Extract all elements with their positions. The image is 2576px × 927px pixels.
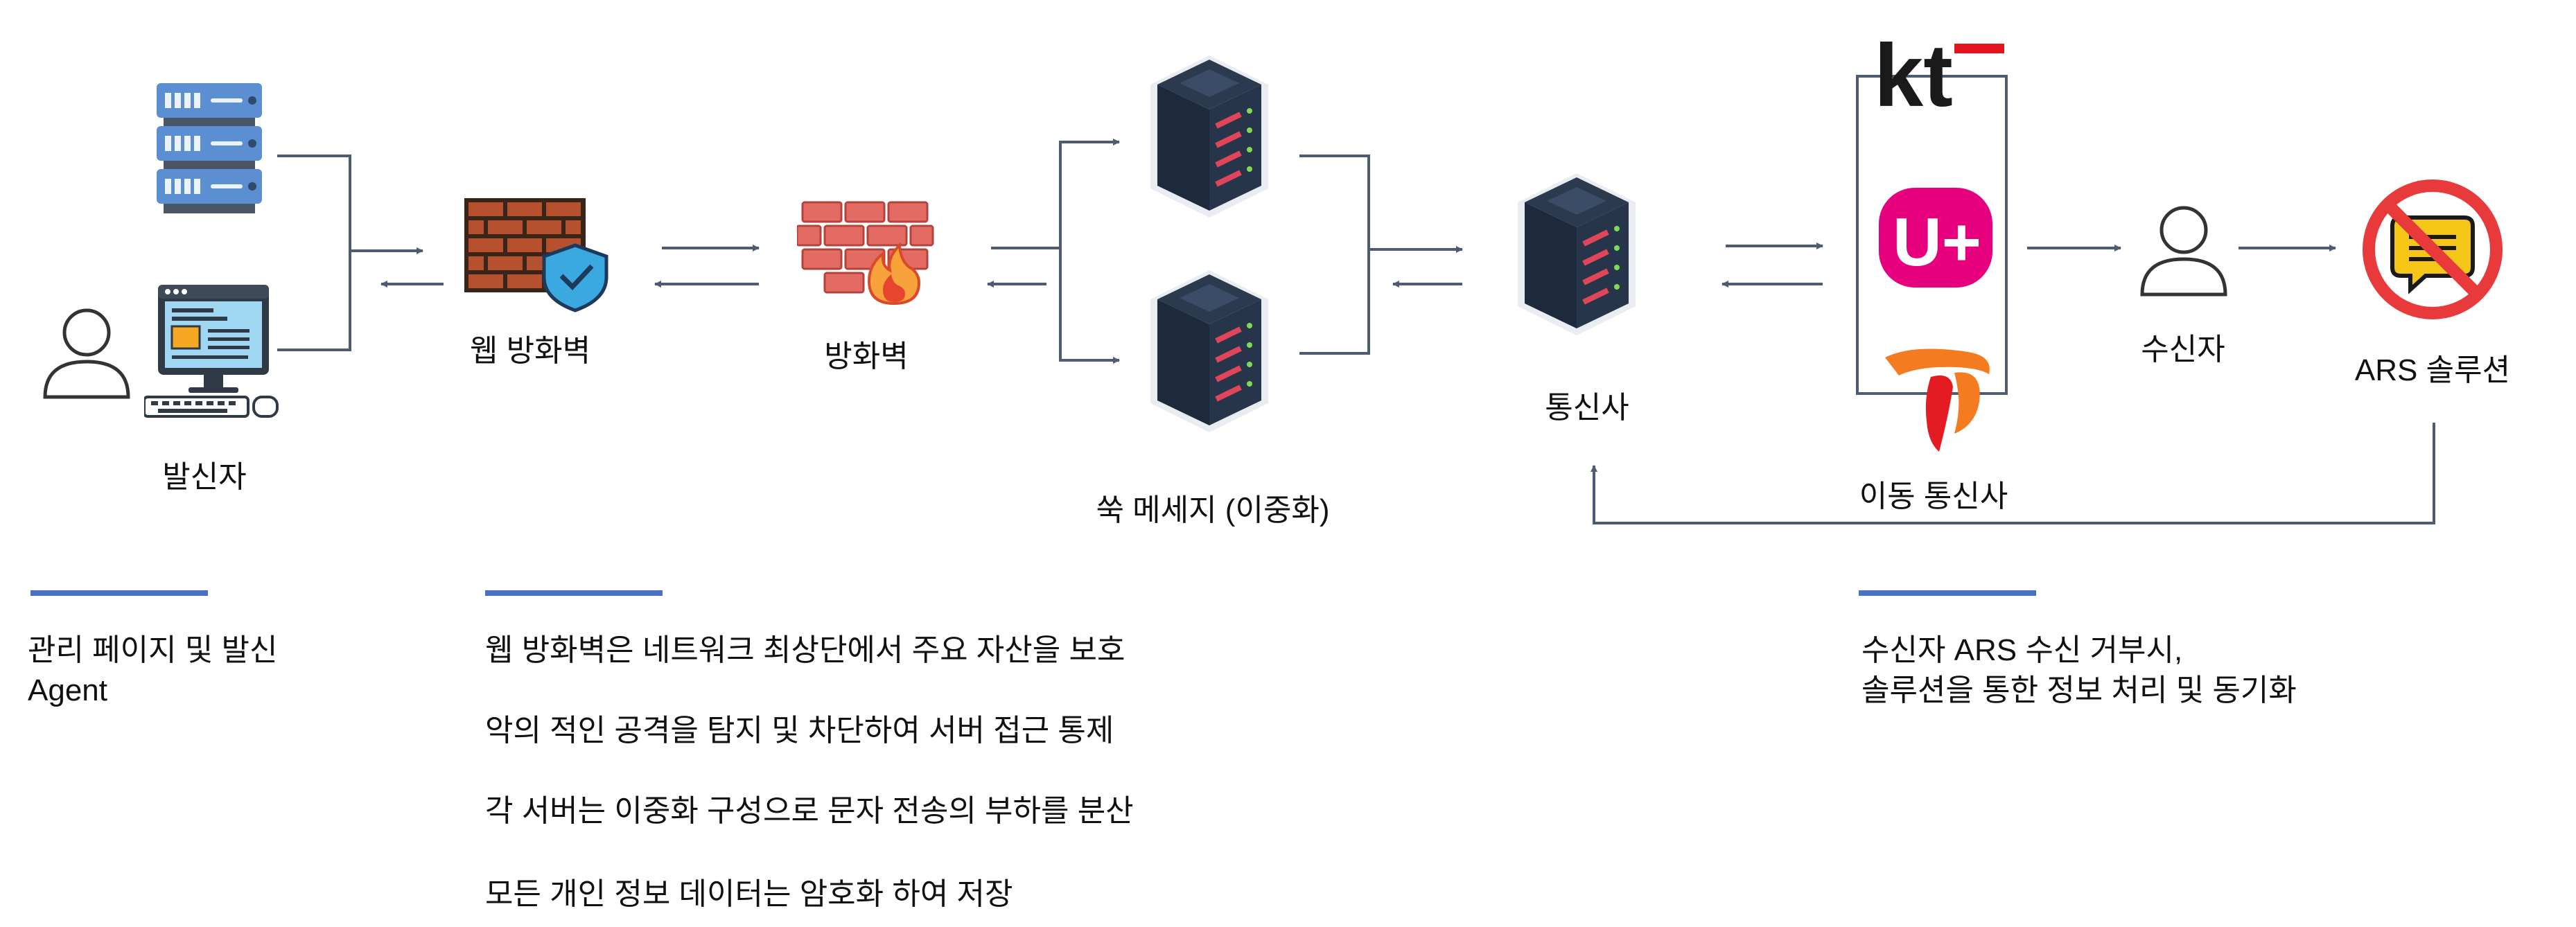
ars-return-arrow [1591, 423, 2435, 524]
server-rack-icon [157, 83, 262, 213]
right-description-line: 수신자 ARS 수신 거부시, [1861, 633, 2183, 667]
kt-logo-text: kt [1874, 31, 1953, 114]
middle-description-line: 모든 개인 정보 데이터는 암호화 하여 저장 [485, 877, 1013, 911]
receiver-user-icon [2140, 206, 2227, 297]
web-firewall-label: 웹 방화벽 [469, 334, 591, 368]
right-accent-bar [1859, 590, 2036, 596]
telecom-label: 통신사 [1545, 391, 1629, 425]
middle-description-line: 각 서버는 이중화 구성으로 문자 전송의 부하를 분산 [485, 794, 1134, 828]
servers-merge-bracket [1299, 154, 1370, 355]
left-accent-bar [30, 590, 208, 596]
fw-to-server-bottom-arrow [1059, 248, 1120, 364]
middle-description-line: 웹 방화벽은 네트워크 최상단에서 주요 자산을 보호 [485, 633, 1125, 667]
push-server-bottom-icon [1150, 270, 1268, 432]
lg-uplus-logo: U+ [1879, 188, 1992, 288]
right-description: 수신자 ARS 수신 거부시, 솔루션을 통한 정보 처리 및 동기화 [1861, 630, 2297, 711]
desktop-computer-icon [144, 285, 279, 418]
skt-logo [1885, 348, 1990, 452]
receiver-label: 수신자 [2141, 333, 2225, 367]
push-servers-label: 쑥 메세지 (이중화) [1096, 493, 1330, 527]
right-description-line: 솔루션을 통한 정보 처리 및 동기화 [1861, 673, 2297, 707]
firewall-label: 방화벽 [824, 339, 909, 373]
ars-blocked-message-icon [2363, 179, 2503, 319]
left-description-line: 관리 페이지 및 발신 [28, 633, 278, 667]
fw-to-server-top-arrow [1059, 139, 1120, 248]
user-icon [43, 308, 130, 399]
sender-label: 발신자 [162, 460, 247, 494]
lg-uplus-logo-text: U+ [1893, 204, 1981, 280]
left-description: 관리 페이지 및 발신 Agent [28, 630, 278, 711]
left-description-line: Agent [28, 673, 107, 707]
telecom-server-icon [1518, 173, 1636, 335]
ars-label: ARS 솔루션 [2354, 353, 2511, 387]
mobile-carriers-label: 이동 통신사 [1859, 479, 2008, 513]
middle-accent-bar [485, 590, 663, 596]
push-server-top-icon [1150, 55, 1268, 218]
kt-logo: kt [1874, 31, 2004, 114]
firewall-icon [797, 201, 934, 306]
web-firewall-icon [464, 198, 608, 312]
sender-bracket [277, 154, 351, 351]
middle-description-line: 악의 적인 공격을 탐지 및 차단하여 서버 접근 통제 [485, 714, 1114, 748]
